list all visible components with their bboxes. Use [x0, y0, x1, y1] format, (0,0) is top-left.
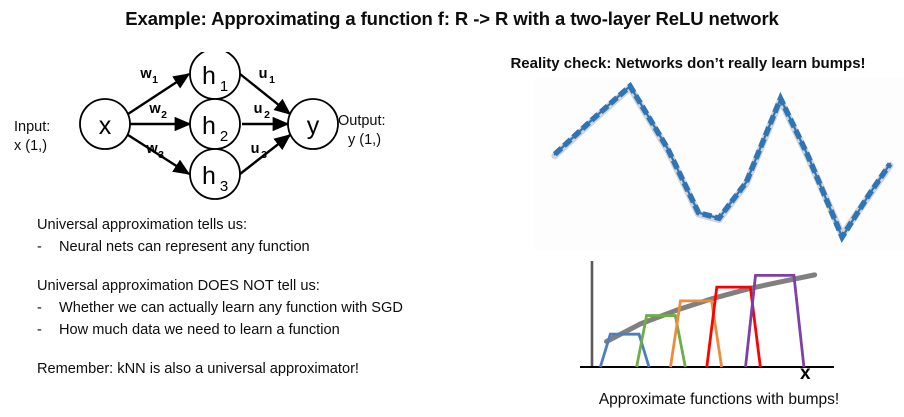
text-block-does-not-tell-us: Universal approximation DOES NOT tell us… [37, 276, 507, 341]
bumps-group [598, 273, 806, 368]
weight-w1-sub: 1 [152, 74, 158, 86]
edge-x-h1 [127, 72, 191, 116]
weight-w3-sub: 3 [158, 149, 164, 161]
node-hidden-h2-label: h [202, 112, 216, 140]
bumps-chart [534, 257, 904, 382]
bullet-text: Whether we can actually learn any functi… [59, 300, 403, 316]
list-item: - How much data we need to learn a funct… [37, 319, 507, 341]
edge-h3-y [239, 134, 292, 175]
bumps-x-axis-label: x [800, 363, 811, 384]
sine-chart-svg [551, 81, 894, 243]
sine-approximation-chart [534, 78, 904, 250]
output-label-group: Output: y (1,) [338, 112, 386, 150]
node-input-x-label: x [99, 112, 112, 140]
edge-h1-y [239, 73, 292, 115]
node-output-y [287, 98, 339, 150]
bullet-text: How much data we need to learn a functio… [59, 322, 340, 338]
text-block-remember: Remember: kNN is also a universal approx… [37, 359, 507, 380]
node-hidden-h1-sub: 1 [220, 78, 228, 95]
text-block-tells-us: Universal approximation tells us: - Neur… [37, 215, 507, 258]
bullet-dash-icon: - [37, 322, 42, 338]
node-hidden-h3-label: h [202, 162, 216, 190]
weight-w1-label: w [139, 66, 152, 82]
weight-u1-sub: 1 [269, 74, 275, 86]
weight-u3-label: u [251, 141, 260, 157]
sine-learned-curve [552, 81, 893, 243]
block2-heading: Universal approximation DOES NOT tell us… [37, 278, 320, 294]
output-shape: y (1,) [348, 132, 382, 148]
edge-x-h3 [127, 133, 191, 176]
weight-u1-label: u [259, 66, 268, 82]
bullet-dash-icon: - [37, 239, 42, 255]
body-text: Universal approximation tells us: - Neur… [37, 215, 507, 380]
node-input-x [79, 98, 131, 150]
block1-heading: Universal approximation tells us: [37, 217, 248, 233]
input-shape: x (1,) [14, 138, 48, 154]
bumps-caption: Approximate functions with bumps! [598, 391, 840, 408]
node-hidden-h3-sub: 3 [220, 178, 228, 195]
node-hidden-h2-sub: 2 [220, 128, 228, 145]
reality-check-heading: Reality check: Networks don’t really lea… [510, 55, 866, 72]
bumps-target-curve [604, 272, 818, 345]
page-title: Example: Approximating a function f: R -… [125, 8, 779, 29]
list-item: - Neural nets can represent any function [37, 236, 507, 258]
weight-w2-label: w [148, 101, 161, 117]
block3-heading: Remember: kNN is also a universal approx… [37, 361, 359, 377]
node-output-y-label: y [307, 112, 320, 140]
bullet-dash-icon: - [37, 300, 42, 316]
weight-u2-label: u [254, 101, 263, 117]
weight-w2-sub: 2 [161, 109, 167, 121]
weight-w3-label: w [145, 141, 158, 157]
bumps-chart-svg [580, 261, 834, 368]
node-hidden-h1-label: h [202, 62, 216, 90]
list-item: - Whether we can actually learn any func… [37, 297, 507, 319]
weight-u2-sub: 2 [264, 109, 270, 121]
output-label: Output: [338, 113, 386, 129]
weight-u3-sub: 3 [261, 149, 267, 161]
node-hidden-h3 [189, 148, 241, 200]
input-label: Input: [14, 119, 51, 135]
network-diagram-svg: x h 1 h 2 h 3 y w 1 w 2 w 3 u 1 u 2 u [79, 52, 339, 200]
network-diagram: x h 1 h 2 h 3 y w 1 w 2 w 3 u 1 u 2 u [0, 52, 455, 212]
input-label-group: Input: x (1,) [14, 118, 50, 156]
bullet-text: Neural nets can represent any function [59, 239, 310, 255]
